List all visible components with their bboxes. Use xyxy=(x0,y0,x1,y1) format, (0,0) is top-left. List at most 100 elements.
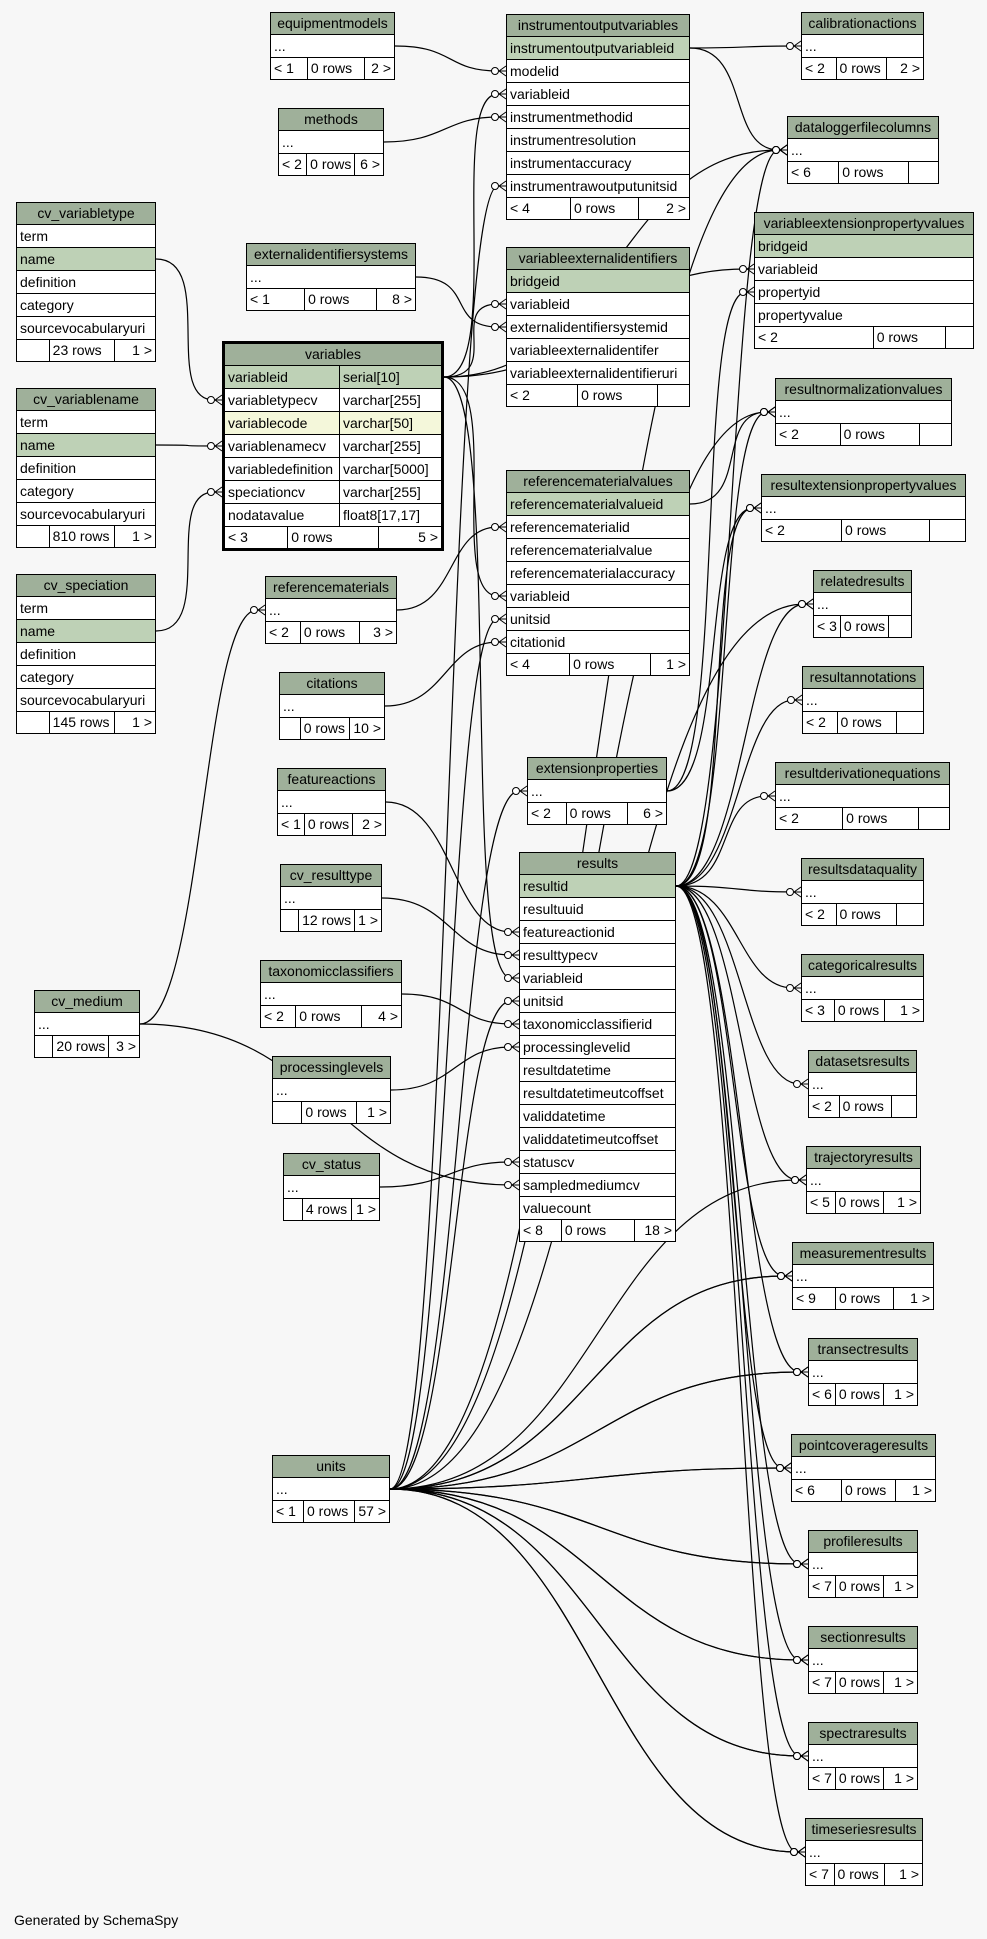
children-count: < 5 xyxy=(807,1192,836,1213)
column-type: serial[10] xyxy=(339,366,441,388)
optional-marker xyxy=(504,1158,512,1166)
column-name: bridgeid xyxy=(510,273,560,289)
relationship-line xyxy=(139,609,258,1025)
children-count: < 8 xyxy=(520,1220,562,1241)
children-count xyxy=(273,1102,303,1123)
children-count xyxy=(35,1036,54,1057)
column-name: bridgeid xyxy=(758,238,808,254)
relationship-line xyxy=(675,885,801,1661)
column-name: validdatetimeutcoffset xyxy=(523,1131,659,1147)
table-title: cv_status xyxy=(284,1154,379,1176)
table-title: variableextensionpropertyvalues xyxy=(755,213,973,235)
crowsfoot-marker xyxy=(498,111,507,123)
row-count: 145 rows xyxy=(50,712,115,733)
column-name: ... xyxy=(805,38,817,54)
table-title: cv_variabletype xyxy=(17,203,155,225)
row-count: 0 rows xyxy=(304,1501,355,1522)
column-row: instrumentmethodid xyxy=(507,106,689,129)
optional-marker xyxy=(787,696,795,704)
column-row: ... xyxy=(809,1361,917,1384)
row-count: 0 rows xyxy=(308,58,366,79)
relationship-line xyxy=(675,885,798,1853)
row-count: 0 rows xyxy=(837,904,897,925)
table-title: equipmentmodels xyxy=(271,13,394,35)
column-row: ... xyxy=(273,1079,390,1102)
row-count: 0 rows xyxy=(836,1288,894,1309)
column-name: ... xyxy=(812,1652,824,1668)
parent-count xyxy=(930,520,965,541)
relationship-line xyxy=(675,885,794,893)
relationship-line xyxy=(389,185,499,1490)
column-row: definition xyxy=(17,457,155,480)
row-count: 4 rows xyxy=(303,1199,352,1220)
table-title: profileresults xyxy=(809,1531,917,1553)
column-name: instrumentoutputvariableid xyxy=(510,40,675,56)
relationship-line xyxy=(675,603,806,887)
crowsfoot-marker xyxy=(800,1366,809,1378)
column-row: ... xyxy=(284,1176,379,1199)
column-row: ... xyxy=(803,689,923,712)
children-count: < 7 xyxy=(809,1768,836,1789)
optional-marker xyxy=(491,615,499,623)
relationship-line xyxy=(155,491,215,632)
table-title: resultderivationequations xyxy=(776,763,949,785)
column-row: unitsid xyxy=(507,608,689,631)
column-row: instrumentrawoutputunitsid xyxy=(507,175,689,198)
column-name: variableid xyxy=(510,588,570,604)
relationship-line xyxy=(389,1488,801,1661)
children-count: < 2 xyxy=(279,154,308,175)
column-row: ... xyxy=(278,791,385,814)
column-row: taxonomicclassifierid xyxy=(520,1013,675,1036)
column-row: ... xyxy=(814,593,911,616)
column-name: ... xyxy=(531,783,543,799)
column-row: instrumentresolution xyxy=(507,129,689,152)
table-title: measurementresults xyxy=(793,1243,933,1265)
